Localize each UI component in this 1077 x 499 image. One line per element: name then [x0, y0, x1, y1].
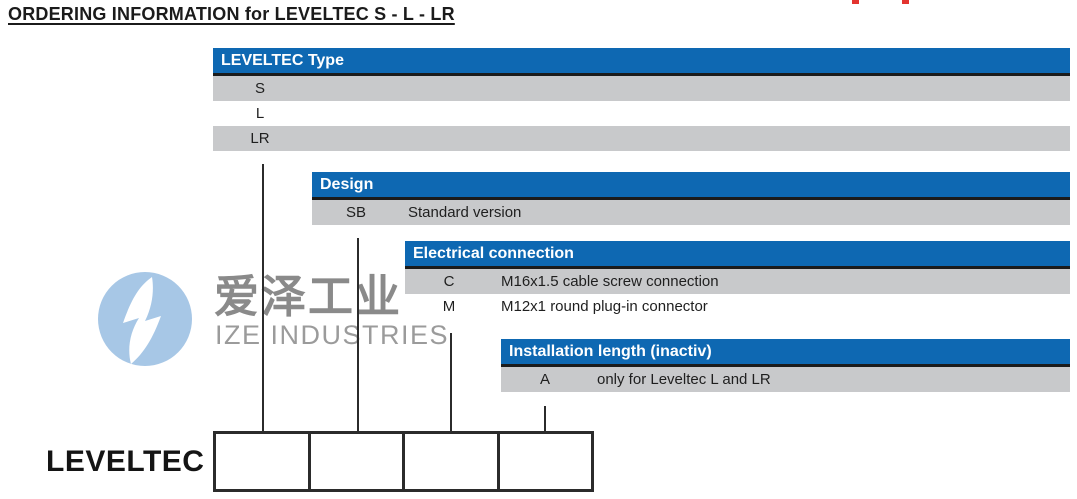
installation-desc: only for Leveltec L and LR: [597, 371, 771, 388]
connector-line-installation: [544, 406, 546, 432]
table-header-leveltec-type: LEVELTEC Type: [213, 48, 1070, 76]
table-row: L: [213, 101, 1070, 126]
watermark-chinese-text: 爱泽工业: [214, 271, 403, 322]
table-row: A only for Leveltec L and LR: [501, 367, 1070, 392]
ize-industries-logo-icon: [98, 272, 192, 366]
table-header-installation-length: Installation length (inactiv): [501, 339, 1070, 367]
type-code: LR: [250, 130, 270, 147]
table-electrical-connection: Electrical connection C M16x1.5 cable sc…: [405, 241, 1070, 319]
type-code: L: [255, 105, 265, 122]
connector-line-type: [262, 164, 264, 432]
table-header-electrical-connection: Electrical connection: [405, 241, 1070, 269]
table-row: C M16x1.5 cable screw connection: [405, 269, 1070, 294]
connector-line-electrical: [450, 333, 452, 432]
order-code-box-design: [311, 434, 405, 489]
product-label: LEVELTEC: [46, 445, 205, 478]
electrical-desc: M16x1.5 cable screw connection: [501, 273, 719, 290]
red-text-remnant: [902, 0, 909, 4]
table-row: SB Standard version: [312, 200, 1070, 225]
installation-code: A: [539, 371, 550, 388]
order-code-box-electrical: [405, 434, 500, 489]
table-row: S: [213, 76, 1070, 101]
table-design: Design SB Standard version: [312, 172, 1070, 225]
electrical-desc: M12x1 round plug-in connector: [501, 298, 708, 315]
order-code-boxes: [213, 431, 594, 492]
watermark-latin-text: IZE INDUSTRIES: [215, 320, 450, 350]
electrical-code: M: [442, 298, 456, 315]
connector-line-design: [357, 238, 359, 432]
order-code-box-type: [216, 434, 311, 489]
order-code-box-installation: [500, 434, 592, 489]
red-text-remnant: [852, 0, 859, 4]
table-header-design: Design: [312, 172, 1070, 200]
type-code: S: [254, 80, 265, 97]
table-row: LR: [213, 126, 1070, 151]
table-row: M M12x1 round plug-in connector: [405, 294, 1070, 319]
page-title: ORDERING INFORMATION for LEVELTEC S - L …: [8, 4, 455, 24]
electrical-code: C: [443, 273, 455, 290]
table-installation-length: Installation length (inactiv) A only for…: [501, 339, 1070, 392]
design-desc: Standard version: [408, 204, 522, 221]
table-leveltec-type: LEVELTEC Type S L LR: [213, 48, 1070, 151]
design-code: SB: [345, 204, 366, 221]
